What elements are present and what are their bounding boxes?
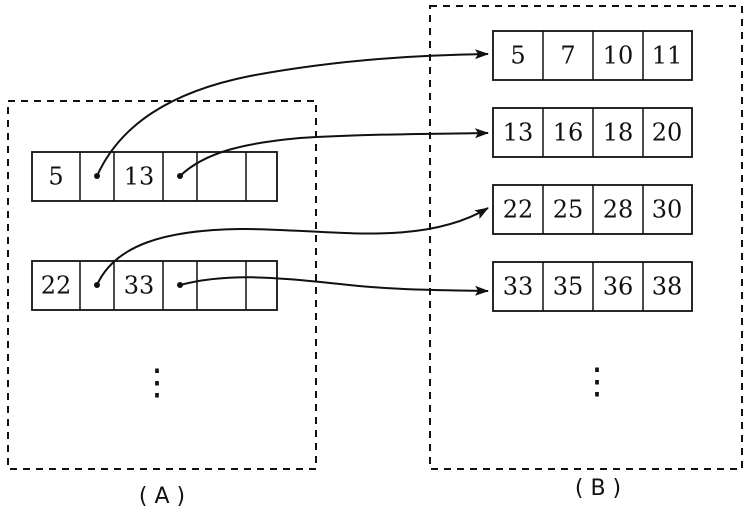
key-cell: 36 — [603, 273, 634, 301]
key-cell: 18 — [603, 119, 634, 147]
key-cell: 35 — [553, 273, 584, 301]
index-block-1: 5 13 — [31, 151, 278, 202]
panel-a-continuation: ⋮ — [139, 362, 175, 403]
pointer-arrows — [96, 49, 489, 296]
panel-b-continuation: ⋮ — [579, 361, 615, 402]
key-cell: 13 — [124, 163, 155, 191]
panel-a: 5 13 22 33 ⋮ — [7, 100, 317, 470]
index-block-outline — [31, 151, 278, 202]
panel-b: 5 7 10 11 13 16 18 20 22 25 28 30 — [429, 5, 743, 470]
panel-a-caption: ( A ) — [139, 484, 185, 509]
key-cell: 7 — [560, 42, 575, 70]
key-cell: 33 — [124, 272, 155, 300]
key-cell: 11 — [652, 42, 683, 70]
data-block-3: 22 25 28 30 — [492, 184, 693, 235]
key-cell: 16 — [553, 119, 584, 147]
pointer-arrow-3 — [96, 207, 489, 286]
key-cell: 38 — [652, 273, 683, 301]
key-cell: 13 — [503, 119, 534, 147]
key-cell: 5 — [48, 163, 63, 191]
key-cell: 20 — [652, 119, 683, 147]
key-cell: 28 — [603, 196, 634, 224]
key-cell: 25 — [553, 196, 584, 224]
data-block-2: 13 16 18 20 — [492, 107, 693, 158]
index-block-2: 22 33 — [31, 260, 278, 311]
key-cell: 33 — [503, 273, 534, 301]
data-block-1: 5 7 10 11 — [492, 30, 693, 81]
key-cell: 22 — [41, 272, 72, 300]
pointer-arrow-4 — [179, 276, 489, 296]
index-block-outline — [31, 260, 278, 311]
key-cell: 30 — [652, 196, 683, 224]
key-cell: 22 — [503, 196, 534, 224]
key-cell: 10 — [603, 42, 634, 70]
key-cell: 5 — [510, 42, 525, 70]
panel-b-border — [429, 5, 743, 470]
panel-b-caption: ( B ) — [575, 476, 621, 501]
data-block-4: 33 35 36 38 — [492, 261, 693, 312]
pointer-arrow-2 — [179, 128, 489, 177]
pointer-arrow-1 — [96, 49, 489, 177]
